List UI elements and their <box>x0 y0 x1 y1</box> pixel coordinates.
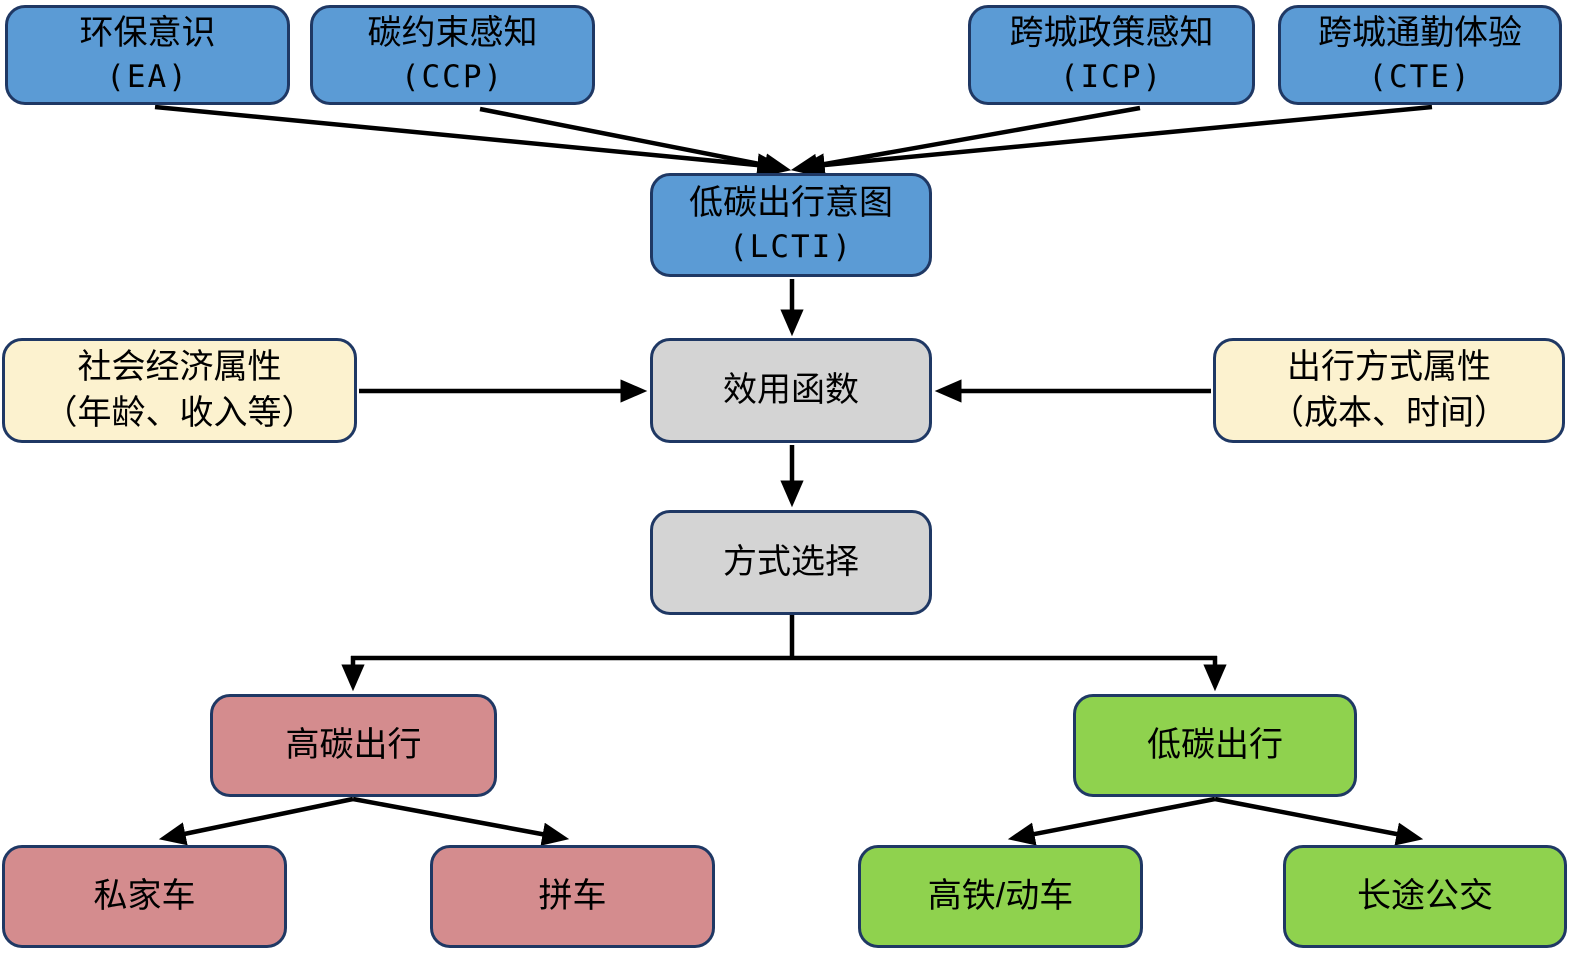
node-label: 方式选择 <box>723 542 859 581</box>
edge-ccp-lcti <box>479 106 792 177</box>
edge-lowcarbon-hsr <box>1007 796 1216 846</box>
node-label: 跨城政策感知 <box>1009 14 1214 53</box>
node-carpool: 拼车 <box>430 845 715 948</box>
edge-lowcarbon-coach <box>1214 796 1424 846</box>
edge-ea-lcti <box>154 104 785 177</box>
node-label: 长途公交 <box>1357 876 1493 915</box>
node-acronym: (CTE) <box>1368 59 1472 95</box>
node-long-distance-coach: 长途公交 <box>1283 845 1567 948</box>
node-carbon-constraint-perception: 碳约束感知 (CCP) <box>310 5 595 105</box>
node-utility-function: 效用函数 <box>650 338 932 443</box>
node-acronym: (EA) <box>106 59 189 95</box>
node-acronym: (CCP) <box>400 59 505 95</box>
node-mode-choice: 方式选择 <box>650 510 932 615</box>
edge-highcarbon-privatecar <box>158 796 354 846</box>
node-high-carbon-travel: 高碳出行 <box>210 694 497 797</box>
node-label: 环保意识 <box>79 14 216 53</box>
node-label: 跨城通勤体验 <box>1318 14 1522 53</box>
node-socioeconomic-attributes: 社会经济属性 （年龄、收入等） <box>2 338 357 443</box>
node-label: 私家车 <box>93 876 196 915</box>
node-label: 高铁/动车 <box>927 876 1074 915</box>
node-commuting-experience: 跨城通勤体验 (CTE) <box>1278 5 1562 105</box>
node-label: 碳约束感知 <box>367 14 538 53</box>
node-label: 效用函数 <box>723 370 859 409</box>
node-high-speed-rail: 高铁/动车 <box>858 845 1143 948</box>
edge-cte-lcti <box>797 104 1433 177</box>
node-low-carbon-travel-intention: 低碳出行意图 (LCTI) <box>650 173 932 277</box>
node-private-car: 私家车 <box>2 845 287 948</box>
node-low-carbon-travel: 低碳出行 <box>1073 694 1357 797</box>
edge-icp-lcti <box>790 105 1141 177</box>
edge-highcarbon-carpool <box>352 796 570 846</box>
node-environmental-awareness: 环保意识 (EA) <box>5 5 290 105</box>
node-travel-mode-attributes: 出行方式属性 （成本、时间） <box>1213 338 1565 443</box>
node-label: 社会经济属性 <box>77 347 282 386</box>
node-label: 高碳出行 <box>285 725 422 764</box>
node-acronym: (LCTI) <box>729 229 853 265</box>
node-intercity-policy-perception: 跨城政策感知 (ICP) <box>968 5 1255 105</box>
node-label: 低碳出行 <box>1147 725 1283 764</box>
node-label: 出行方式属性 <box>1287 347 1491 386</box>
node-acronym: (ICP) <box>1059 59 1164 95</box>
node-label: 拼车 <box>538 876 607 915</box>
node-label: 低碳出行意图 <box>689 184 893 223</box>
node-sublabel: （年龄、收入等） <box>43 393 316 432</box>
node-sublabel: （成本、时间） <box>1270 393 1508 432</box>
